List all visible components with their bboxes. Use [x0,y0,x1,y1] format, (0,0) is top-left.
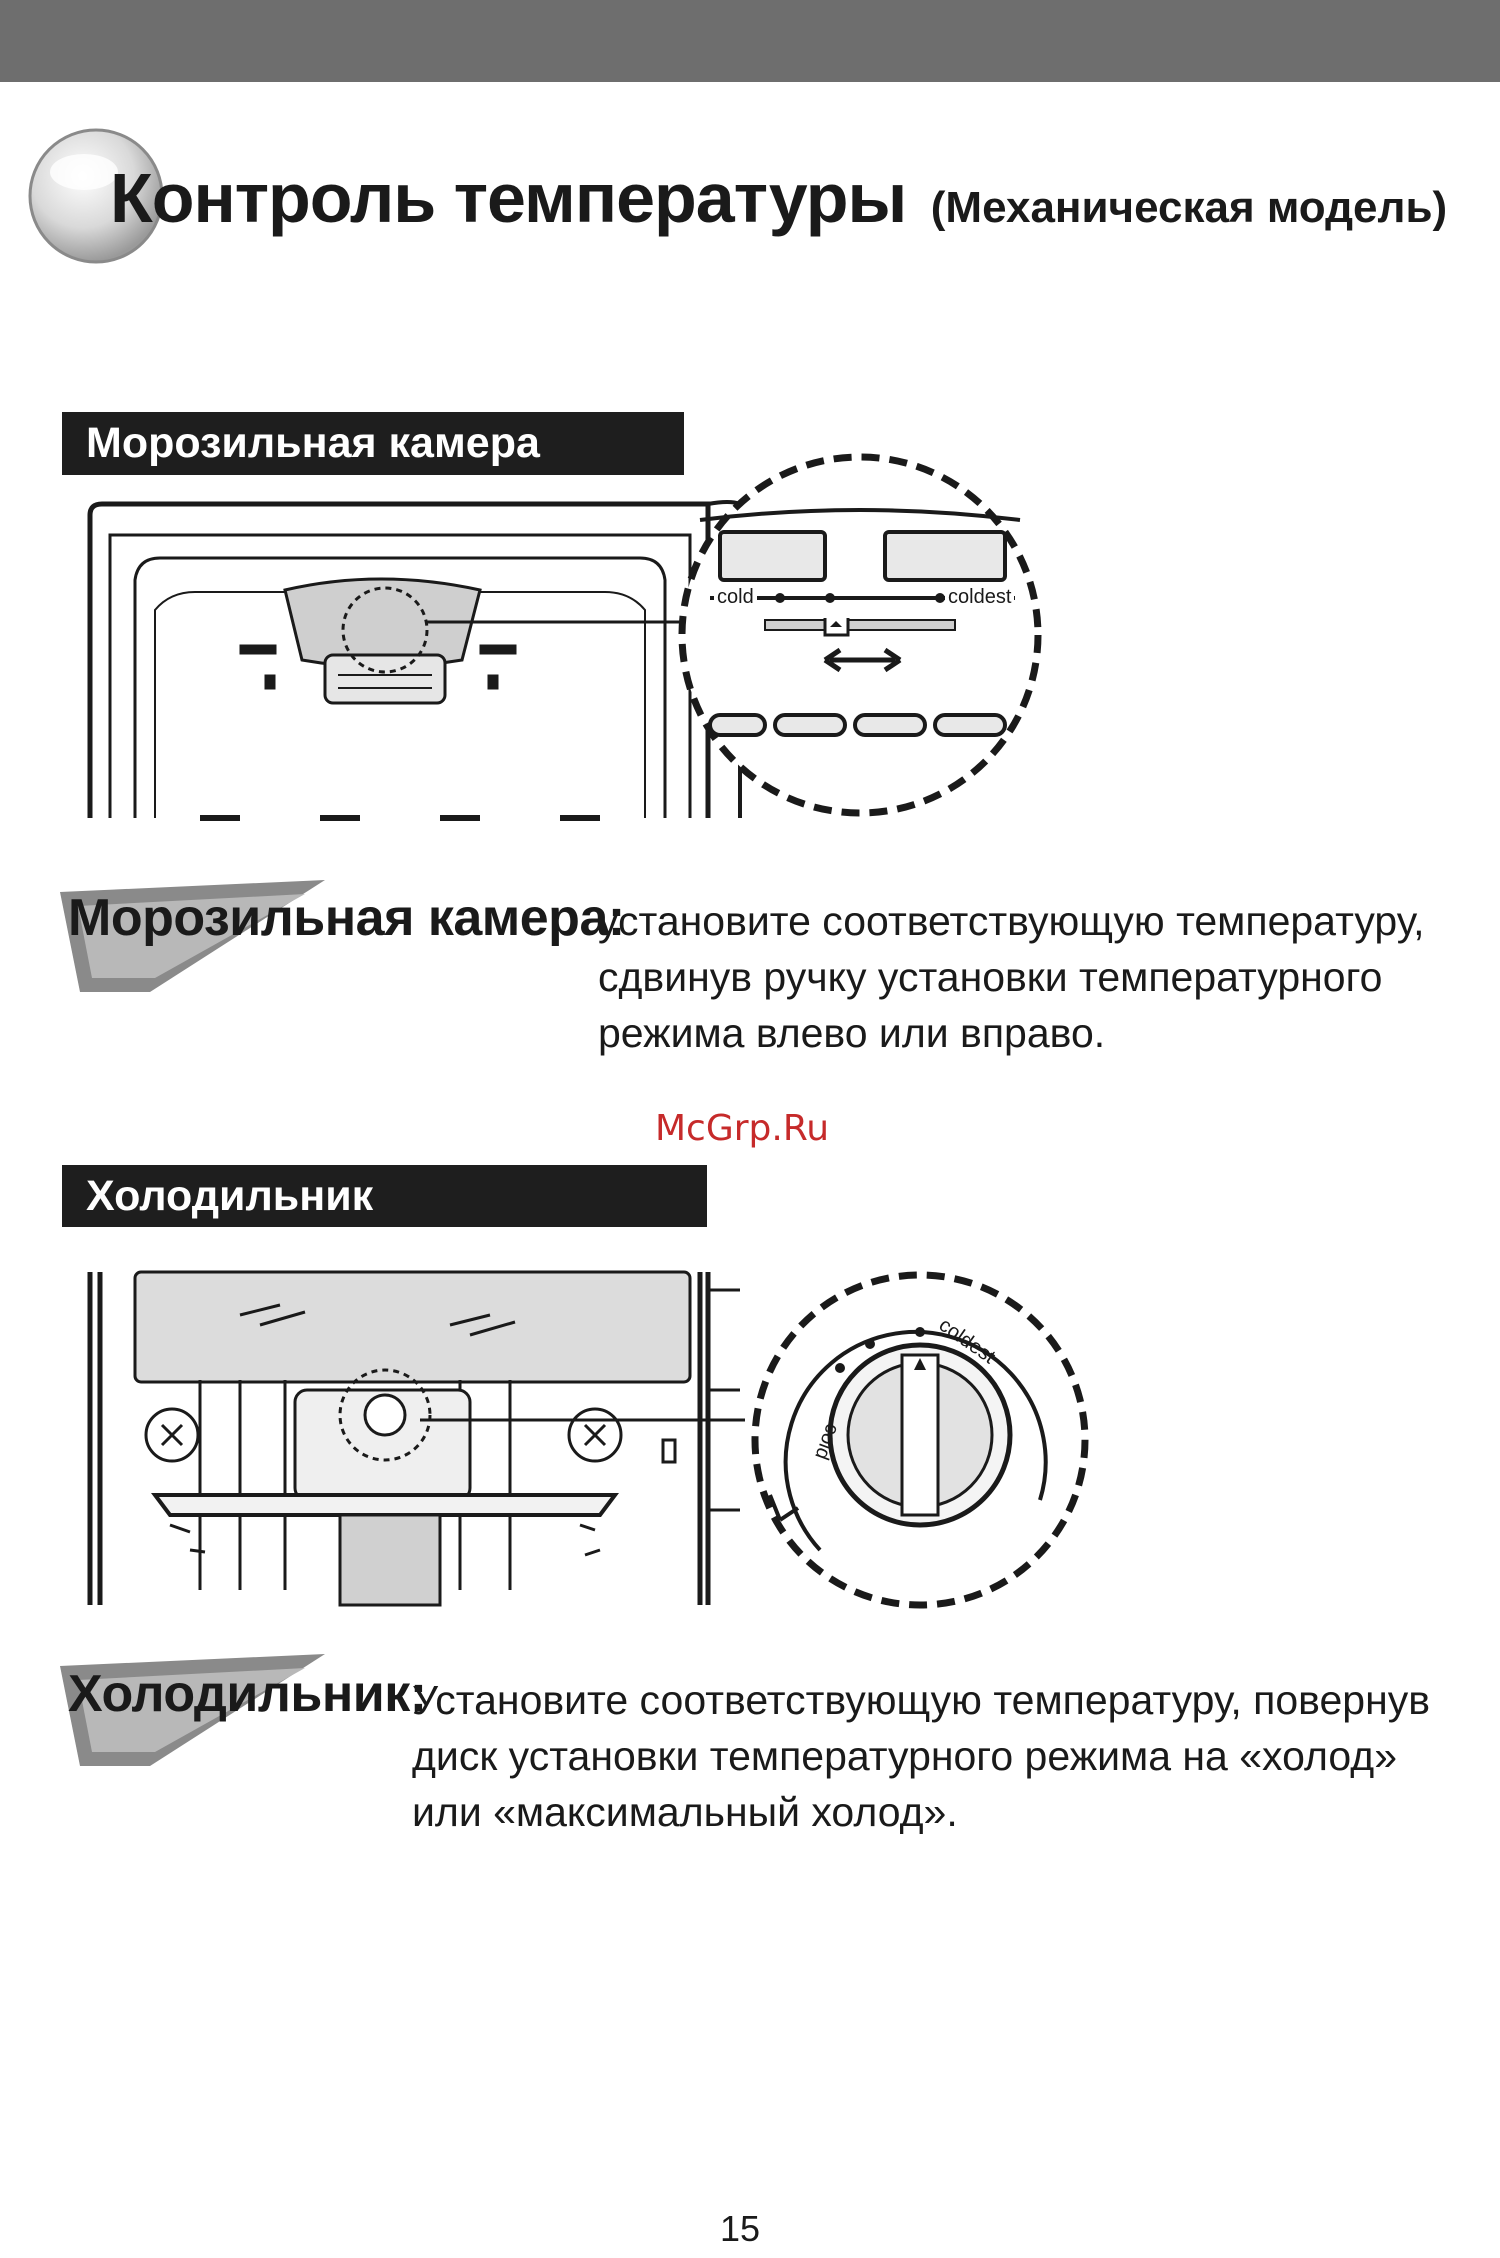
fridge-instruction-text: Установите соответствующую температуру, … [412,1672,1482,1840]
top-bar [0,0,1500,82]
freezer-instruction-line: установите соответствующую температуру, [598,898,1425,944]
watermark: McGrp.Ru [655,1108,830,1149]
fridge-section-header: Холодильник [62,1165,707,1227]
freezer-cold-label: cold [714,586,757,609]
page-title: Контроль температуры (Механическая модел… [26,126,1486,276]
freezer-instruction-line: сдвинув ручку установки температурного [598,954,1383,1000]
fridge-instruction-line: диск установки температурного режима на … [412,1733,1398,1779]
title-main: Контроль температуры [110,159,907,237]
fridge-instruction-label: Холодильник: [68,1665,427,1723]
fridge-instruction-line: или «максимальный холод». [412,1789,958,1835]
freezer-instruction-text: установите соответствующую температуру, … [598,893,1478,1061]
page-number: 15 [720,2208,761,2249]
title-text: Контроль температуры (Механическая модел… [110,158,1447,238]
freezer-coldest-label: coldest [945,586,1015,609]
fridge-instruction-line: Установите соответствующую температуру, … [412,1677,1430,1723]
sphere-icon [28,128,164,264]
instruction-marker-icon [60,1654,325,1766]
freezer-illustration [87,453,1042,821]
freezer-instruction-label: Морозильная камера: [68,889,625,947]
title-sub: (Механическая модель) [930,183,1448,232]
freezer-section-header: Морозильная камера [62,412,684,475]
freezer-instruction-line: режима влево или вправо. [598,1010,1106,1056]
instruction-marker-icon [60,880,325,992]
fridge-illustration [87,1270,1089,1609]
